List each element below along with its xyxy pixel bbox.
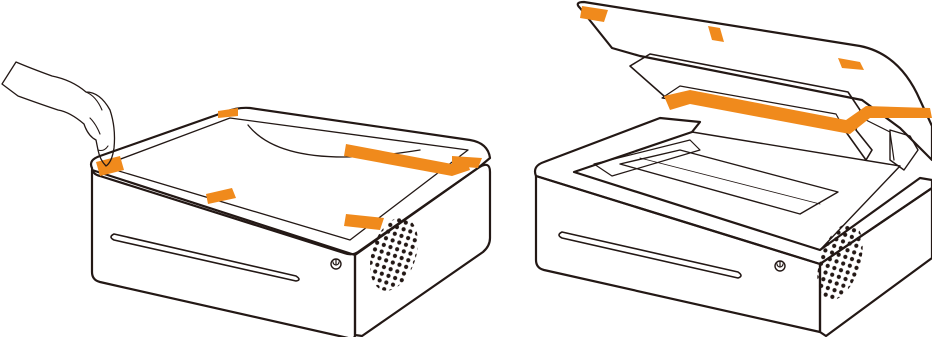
tape-piece xyxy=(344,214,384,230)
speaker-grille-icon xyxy=(809,218,872,306)
device-lid-closed xyxy=(91,108,490,337)
power-button-icon xyxy=(331,259,341,269)
open-lid xyxy=(578,2,932,170)
shipping-tape-right xyxy=(580,6,932,134)
tape-piece xyxy=(96,156,124,176)
power-button-icon xyxy=(775,261,785,271)
tape-piece xyxy=(708,26,724,42)
tape-piece xyxy=(344,144,470,176)
tape-piece xyxy=(664,90,932,134)
tape-piece xyxy=(580,6,608,22)
tape-piece xyxy=(452,156,482,168)
tape-piece xyxy=(218,108,238,118)
tape-piece xyxy=(838,58,864,70)
hand-icon xyxy=(2,62,115,166)
